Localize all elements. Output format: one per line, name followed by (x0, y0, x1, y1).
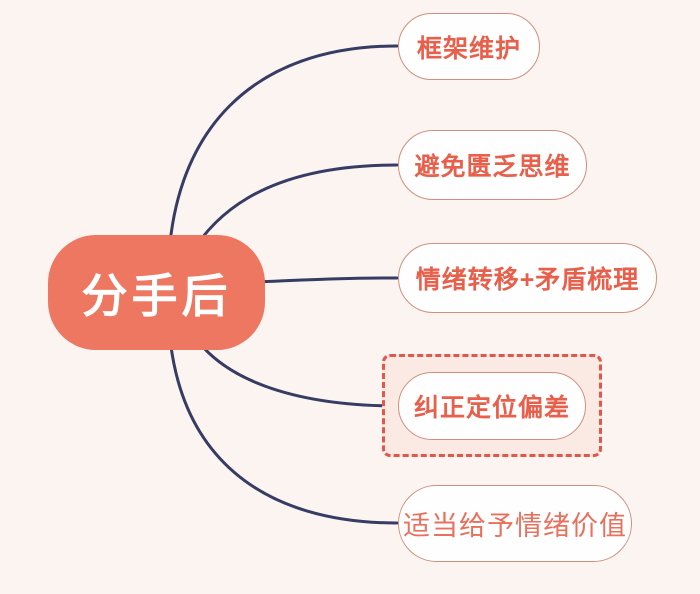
selection-highlight-box: 纠正定位偏差 (382, 354, 602, 457)
branch-node-give-emotional-value[interactable]: 适当给予情绪价值 (398, 485, 632, 562)
branch-node-correct-positioning-bias[interactable]: 纠正定位偏差 (398, 371, 586, 440)
branch-node-label: 情绪转移+矛盾梳理 (415, 266, 640, 294)
connector-line-branch-5 (166, 298, 399, 525)
root-node[interactable]: 分手后 (48, 235, 265, 350)
branch-node-label: 纠正定位偏差 (413, 393, 570, 422)
branch-node-frame-maintenance[interactable]: 框架维护 (398, 13, 540, 80)
connector-line-branch-1 (166, 44, 399, 284)
branch-node-label: 避免匮乏思维 (414, 153, 571, 181)
branch-node-avoid-scarcity-mindset[interactable]: 避免匮乏思维 (398, 130, 587, 200)
branch-node-label: 框架维护 (416, 34, 521, 63)
branch-node-emotion-transfer-conflict-sorting[interactable]: 情绪转移+矛盾梳理 (398, 243, 657, 313)
root-node-label: 分手后 (81, 269, 232, 322)
branch-node-label: 适当给予情绪价值 (403, 511, 627, 541)
